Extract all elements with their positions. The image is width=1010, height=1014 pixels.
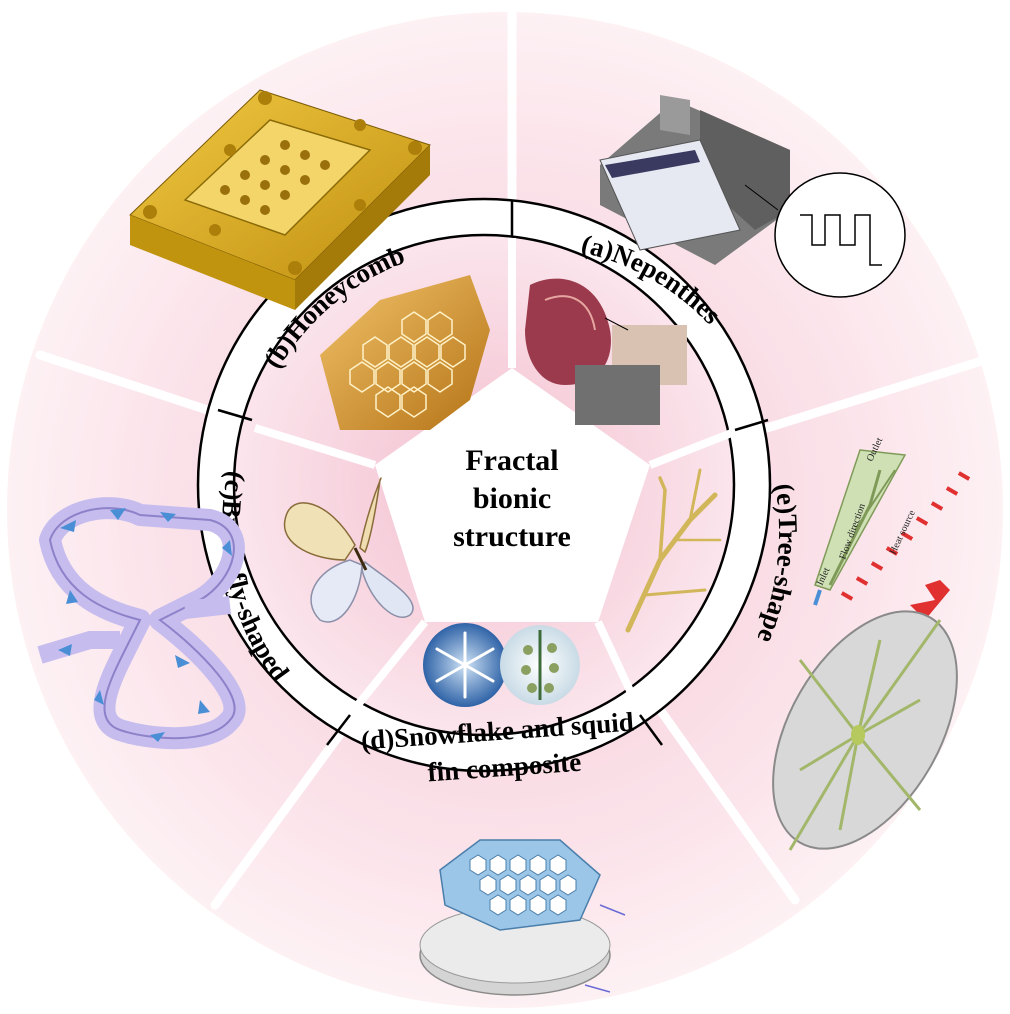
butterfly-photo <box>283 477 414 623</box>
squid-fin-photo <box>500 625 580 705</box>
center-line-3: structure <box>453 520 571 553</box>
nepenthes-device-illustration <box>599 95 906 298</box>
honeycomb-plate-illustration <box>129 89 431 310</box>
center-line-2: bionic <box>473 482 551 515</box>
tree-branch-photo <box>625 468 722 633</box>
nepenthes-photo <box>525 278 687 425</box>
center-line-1: Fractal <box>465 444 558 477</box>
center-pentagon <box>375 368 650 622</box>
snowflake-photo <box>423 623 507 707</box>
ring-dividers <box>217 200 769 746</box>
honeycomb-photo <box>320 275 490 430</box>
center-title: Fractal bionic structure <box>453 444 571 553</box>
snowflake-composite-illustration <box>419 839 626 996</box>
inner-separators <box>253 238 736 715</box>
butterfly-channel-illustration <box>37 497 246 750</box>
tree-channel-illustration: Outlet Inlet Flow direction Heat source <box>772 436 971 851</box>
